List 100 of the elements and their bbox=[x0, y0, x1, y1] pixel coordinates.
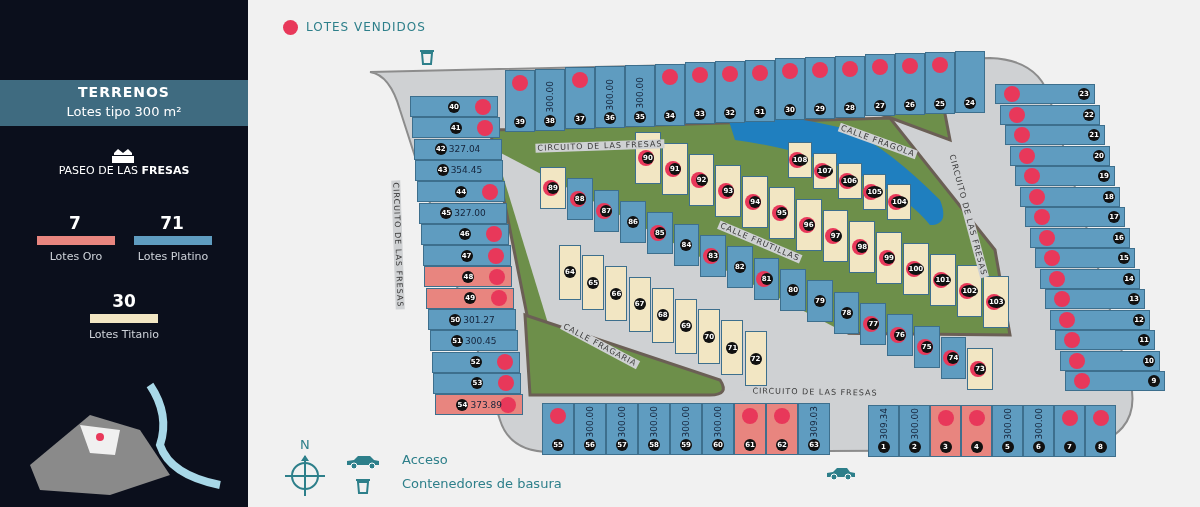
lot-parcel bbox=[1040, 268, 1140, 289]
lot-area: 300.45 bbox=[465, 335, 497, 346]
lot-parcel bbox=[655, 63, 685, 126]
lot-parcel bbox=[961, 405, 992, 457]
lot-parcel bbox=[505, 70, 535, 132]
lot-parcel bbox=[698, 309, 721, 365]
lot-area: 354.45 bbox=[450, 165, 483, 176]
lot-parcel bbox=[535, 68, 565, 131]
lot-parcel bbox=[715, 165, 742, 218]
lot-area: 300.00 bbox=[605, 78, 615, 111]
lot-parcel bbox=[625, 64, 655, 127]
lot-parcel bbox=[1065, 371, 1165, 391]
lot-parcel bbox=[1060, 350, 1160, 371]
lot-parcel bbox=[745, 59, 775, 122]
lot-area: 327.04 bbox=[448, 144, 481, 155]
lot-count: 30 bbox=[111, 291, 137, 311]
lot-parcel bbox=[574, 403, 606, 455]
lot-parcel bbox=[715, 60, 745, 123]
lot-parcel bbox=[798, 403, 830, 455]
lot-area: 300.00 bbox=[585, 405, 595, 437]
lot-parcel bbox=[1015, 166, 1115, 186]
lot-parcel bbox=[1055, 330, 1155, 350]
lot-parcel bbox=[1020, 186, 1120, 207]
lot-parcel bbox=[805, 57, 835, 119]
lot-parcel bbox=[566, 178, 593, 221]
lot-area: 300.00 bbox=[1033, 407, 1044, 439]
lot-parcel bbox=[685, 62, 715, 125]
lot-parcel bbox=[925, 51, 955, 114]
lot-parcel bbox=[426, 287, 515, 309]
lot-parcel bbox=[638, 403, 670, 455]
lot-parcel bbox=[1035, 248, 1135, 268]
lot-parcel bbox=[565, 67, 595, 130]
legend-label: Acceso bbox=[402, 452, 448, 467]
legend-label: Contenedores de basura bbox=[402, 476, 562, 491]
title: TERRENOS bbox=[77, 84, 171, 100]
lot-parcel bbox=[721, 320, 744, 376]
lot-area: 300.00 bbox=[1002, 407, 1013, 439]
lot-area: 300.00 bbox=[681, 405, 691, 437]
lot-parcel bbox=[835, 55, 865, 118]
lot-area: 300.00 bbox=[713, 405, 723, 437]
lot-parcel bbox=[955, 50, 985, 113]
lot-parcel bbox=[992, 405, 1023, 457]
lot-parcel bbox=[1050, 309, 1150, 330]
lot-parcel bbox=[744, 331, 767, 387]
lot-parcel bbox=[670, 403, 702, 455]
lot-parcel bbox=[734, 403, 766, 455]
lot-parcel bbox=[661, 143, 688, 196]
lot-parcel bbox=[429, 330, 518, 352]
lot-parcel bbox=[646, 212, 673, 255]
lot-parcel bbox=[620, 201, 646, 243]
lot-parcel bbox=[431, 351, 520, 373]
lot-parcel bbox=[605, 266, 628, 322]
lot-parcel bbox=[899, 405, 930, 457]
lot-parcel bbox=[1054, 405, 1085, 457]
lot-parcel bbox=[860, 302, 887, 345]
lot-parcel bbox=[422, 245, 511, 267]
north-label: N bbox=[300, 437, 310, 452]
lot-parcel bbox=[410, 96, 498, 117]
lot-count: 7 bbox=[68, 213, 82, 233]
development-name: PASEO DE LAS FRESAS bbox=[57, 164, 191, 177]
lot-parcel bbox=[1085, 405, 1116, 457]
lot-parcel bbox=[1010, 145, 1110, 166]
lot-parcel bbox=[606, 403, 638, 455]
lot-area: 327.00 bbox=[454, 208, 486, 218]
lot-parcel bbox=[702, 403, 734, 455]
lot-area: 300.00 bbox=[649, 405, 659, 437]
lot-area: 301.27 bbox=[463, 314, 495, 325]
lot-parcel bbox=[411, 117, 500, 139]
street-name: CIRCUITO DE LAS FRESAS bbox=[750, 386, 880, 398]
lot-parcel bbox=[780, 268, 807, 311]
street-name: CIRCUITO DE LAS FRESAS bbox=[391, 180, 405, 310]
lot-parcel bbox=[849, 220, 876, 273]
lot-parcel bbox=[868, 405, 899, 457]
lot-parcel bbox=[1005, 125, 1105, 145]
legend-label: Lotes Oro bbox=[48, 250, 104, 263]
lot-parcel bbox=[420, 223, 509, 245]
lot-parcel bbox=[967, 348, 993, 391]
lot-parcel bbox=[428, 309, 516, 330]
legend-label: LOTES VENDIDOS bbox=[306, 20, 426, 34]
lot-parcel bbox=[983, 276, 1010, 329]
lot-area: 300.00 bbox=[909, 407, 920, 439]
lot-parcel bbox=[433, 372, 522, 394]
subtitle: Lotes tipo 300 m² bbox=[65, 104, 183, 119]
lot-parcel bbox=[807, 280, 833, 323]
lot-area: 309.34 bbox=[878, 407, 889, 439]
lot-area: 373.89 bbox=[470, 399, 502, 410]
lot-parcel bbox=[419, 202, 507, 224]
lot-parcel bbox=[865, 54, 895, 117]
lot-parcel bbox=[1045, 289, 1145, 309]
lot-parcel bbox=[766, 403, 798, 455]
lot-parcel bbox=[540, 167, 566, 209]
lot-parcel bbox=[895, 53, 925, 116]
lot-parcel bbox=[1025, 207, 1125, 227]
lot-area: 309.03 bbox=[809, 405, 819, 437]
lot-parcel bbox=[435, 394, 524, 416]
legend-label: Lotes Titanio bbox=[87, 328, 161, 341]
lot-parcel bbox=[887, 314, 913, 357]
lot-parcel bbox=[876, 231, 902, 284]
lot-parcel bbox=[1030, 227, 1130, 248]
lot-parcel bbox=[415, 159, 504, 181]
